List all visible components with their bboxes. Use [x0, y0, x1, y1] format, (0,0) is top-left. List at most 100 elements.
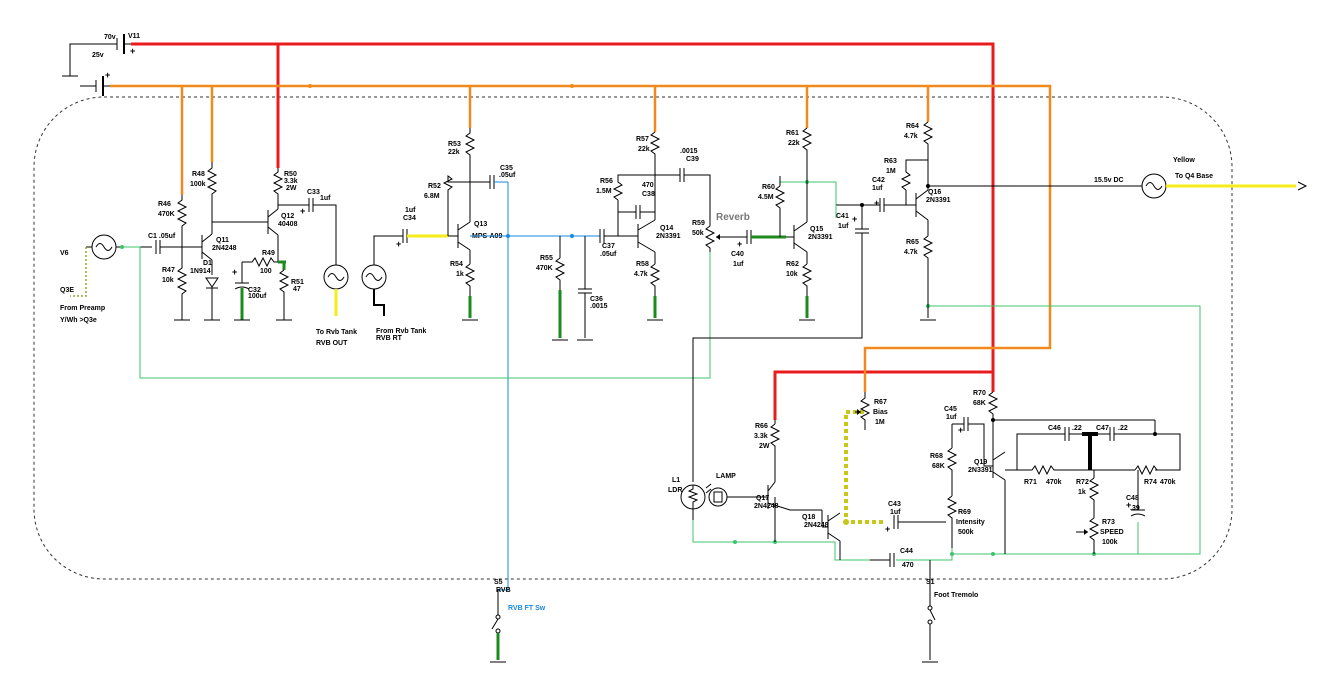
svg-text:RVB: RVB	[496, 587, 511, 594]
svg-text:2W: 2W	[759, 443, 770, 450]
svg-text:R57: R57	[636, 136, 649, 143]
svg-text:R63: R63	[884, 158, 897, 165]
svg-text:R62: R62	[786, 261, 799, 268]
svg-text:L1: L1	[672, 477, 680, 484]
reverb-mix-stage: R60 4.5M Q15 2N3391 R61 22k R62 10k + C4…	[692, 127, 906, 482]
svg-text:.22: .22	[1072, 425, 1082, 432]
svg-text:To Q4 Base: To Q4 Base	[1175, 173, 1213, 180]
svg-text:100k: 100k	[1102, 539, 1118, 546]
svg-text:C33: C33	[307, 189, 320, 196]
svg-text:+: +	[852, 214, 857, 224]
svg-text:+: +	[885, 524, 890, 534]
svg-text:1uf: 1uf	[872, 185, 883, 192]
svg-text:S5: S5	[494, 579, 503, 586]
svg-text:R52: R52	[428, 183, 441, 190]
svg-text:R47: R47	[162, 267, 175, 274]
svg-text:C48: C48	[1126, 495, 1139, 502]
svg-text:22k: 22k	[788, 140, 800, 147]
svg-text:R66: R66	[755, 423, 768, 430]
svg-text:Intensity: Intensity	[956, 519, 985, 526]
svg-text:2N4248: 2N4248	[804, 522, 829, 529]
svg-text:6.8M: 6.8M	[424, 193, 440, 200]
svg-text:+: +	[958, 425, 963, 435]
svg-text:1N914: 1N914	[190, 268, 211, 275]
svg-text:1M: 1M	[886, 168, 896, 175]
svg-text:.22: .22	[1118, 425, 1128, 432]
svg-text:15.5v DC: 15.5v DC	[1094, 177, 1124, 184]
svg-text:2N3391: 2N3391	[926, 197, 951, 204]
svg-text:.05uf: .05uf	[600, 251, 617, 258]
svg-text:C41: C41	[836, 213, 849, 220]
svg-text:4.7k: 4.7k	[904, 249, 918, 256]
svg-text:R65: R65	[906, 239, 919, 246]
svg-text:470K: 470K	[536, 265, 553, 272]
c1-label: C1 .05uf	[148, 233, 176, 240]
svg-text:Q17: Q17	[756, 495, 769, 502]
svg-text:2N3391: 2N3391	[656, 233, 681, 240]
svg-text:50k: 50k	[692, 230, 704, 237]
svg-text:1M: 1M	[875, 419, 885, 426]
reverb-recovery-stage: R55 470K C36 .0015 C37 .05uf R56 1.5M 47…	[536, 131, 786, 341]
svg-text:C43: C43	[888, 501, 901, 508]
svg-text:1uf: 1uf	[405, 207, 416, 214]
svg-text:From Rvb Tank: From Rvb Tank	[376, 328, 427, 335]
svg-text:R50: R50	[284, 171, 297, 178]
svg-text:470: 470	[902, 562, 914, 569]
svg-text:68K: 68K	[932, 463, 945, 470]
svg-text:2N3391: 2N3391	[808, 234, 833, 241]
yw-q3e: Y/Wh >Q3e	[60, 317, 97, 324]
svg-text:22k: 22k	[638, 146, 650, 153]
supply-rails	[110, 42, 1052, 420]
svg-text:Q13: Q13	[474, 221, 487, 228]
svg-text:R74: R74	[1144, 479, 1157, 486]
tremolo-section: L1 LDR LAMP R66 3.3k 2W Q17 2N4248 Q18 2…	[668, 390, 1181, 663]
svg-text:+: +	[874, 198, 879, 208]
svg-text:R59: R59	[692, 220, 705, 227]
svg-text:2N3391: 2N3391	[968, 467, 993, 474]
svg-text:C37: C37	[602, 243, 615, 250]
svg-text:2N4248: 2N4248	[212, 245, 237, 252]
svg-text:1uf: 1uf	[838, 223, 849, 230]
svg-text:R54: R54	[450, 261, 463, 268]
svg-text:R55: R55	[540, 255, 553, 262]
svg-text:4.7k: 4.7k	[904, 133, 918, 140]
svg-text:4.5M: 4.5M	[758, 194, 774, 201]
svg-text:4.7k: 4.7k	[634, 271, 648, 278]
svg-text:470: 470	[642, 182, 654, 189]
svg-text:R61: R61	[786, 130, 799, 137]
svg-text:C40: C40	[731, 251, 744, 258]
svg-text:40408: 40408	[278, 221, 298, 228]
battery-25v: 25v +	[80, 52, 110, 96]
output-buffer-stage: R63 1M Q16 2N3391 R64 4.7k R65 4.7k 15.5…	[884, 121, 1308, 321]
battery-v11: 70v V11 +	[62, 33, 140, 77]
svg-text:C32: C32	[248, 287, 261, 294]
svg-text:1uf: 1uf	[946, 414, 957, 421]
svg-text:100uf: 100uf	[248, 293, 267, 300]
svg-text:1k: 1k	[1078, 489, 1086, 496]
svg-text:R64: R64	[906, 123, 919, 130]
svg-text:R73: R73	[1102, 519, 1115, 526]
svg-text:2N4248: 2N4248	[754, 503, 779, 510]
svg-text:22k: 22k	[448, 149, 460, 156]
q3e-tag: Q3E	[60, 287, 74, 294]
svg-text:Q15: Q15	[810, 226, 823, 233]
svg-text:S1: S1	[926, 579, 935, 586]
svg-text:R70: R70	[973, 390, 986, 397]
svg-text:+: +	[396, 239, 401, 249]
svg-text:100: 100	[260, 268, 272, 275]
svg-text:RVB FT Sw: RVB FT Sw	[508, 605, 546, 612]
svg-text:Q16: Q16	[928, 189, 941, 196]
svg-text:RVB RT: RVB RT	[376, 335, 403, 342]
svg-text:+: +	[105, 70, 110, 80]
svg-text:R58: R58	[636, 261, 649, 268]
svg-text:R49: R49	[262, 250, 275, 257]
svg-text:SPEED: SPEED	[1100, 529, 1124, 536]
v25-value: 25v	[92, 52, 104, 59]
svg-text:RVB OUT: RVB OUT	[316, 340, 348, 347]
v11-value: 70v	[104, 34, 116, 41]
svg-text:C38: C38	[642, 191, 655, 198]
reverb-driver-stage: + 1uf C34 R52 6.8M Q13 MPS-A09 R53 22k C…	[373, 128, 516, 321]
chassis-outline	[33, 96, 1233, 580]
svg-text:68K: 68K	[973, 400, 986, 407]
